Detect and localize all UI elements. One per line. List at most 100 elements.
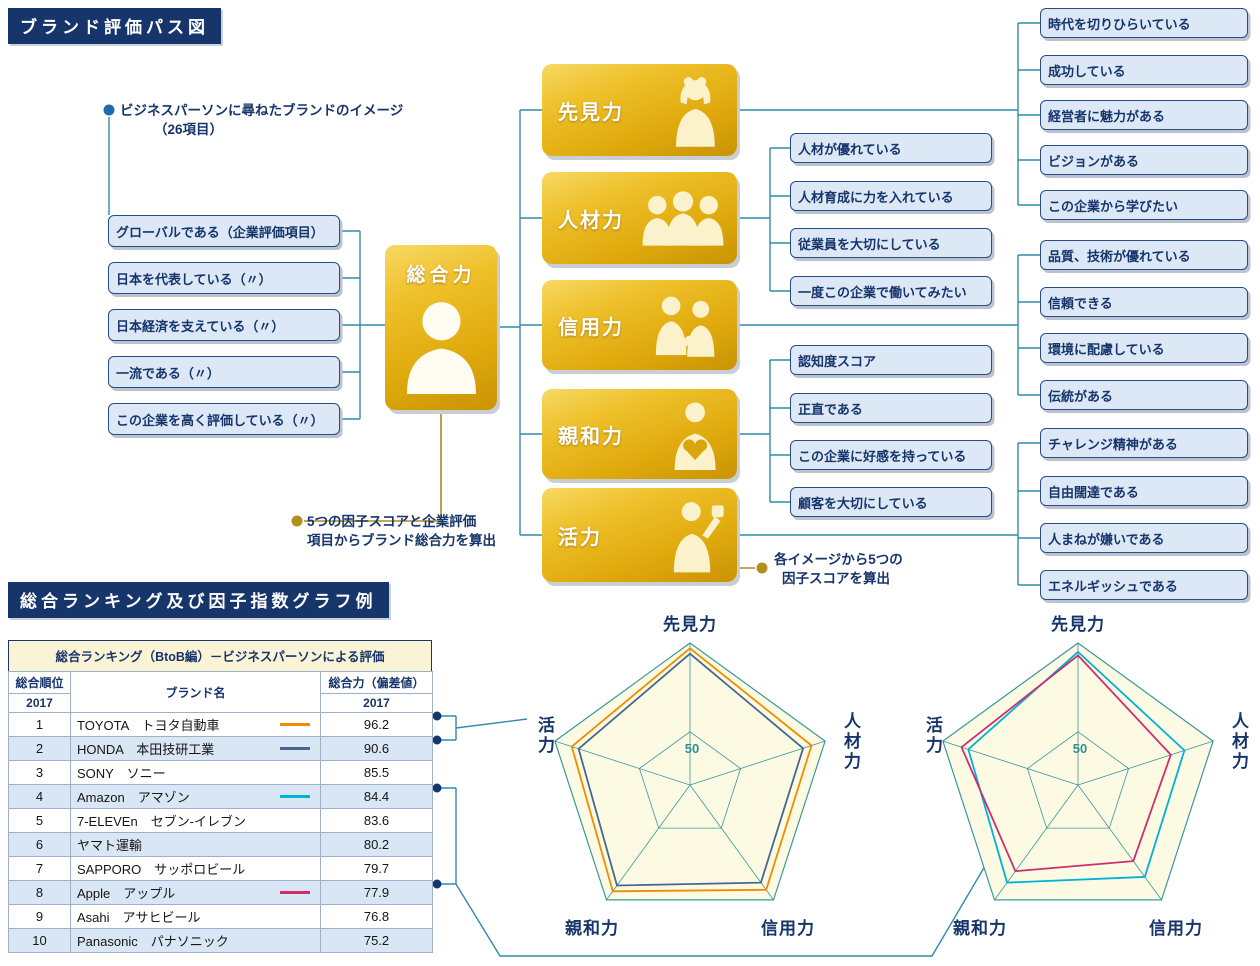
score-cell: 80.2 [320,832,433,857]
brand-cell: SONY ソニー [70,760,321,785]
col-score-header: 総合力（偏差値） [320,671,433,694]
note-line: （26項目） [154,122,224,137]
table-row: 7 SAPPORO サッポロビール 79.7 [8,856,433,881]
brand-line-swatch [280,795,310,798]
factor-item: 成功している [1040,55,1248,85]
table-row: 8 Apple アップル 77.9 [8,880,433,905]
brand-line-swatch [280,939,310,942]
factor-label: 先見力 [558,101,624,124]
person-icon [406,302,476,394]
factor-item: この企業から学びたい [1040,190,1248,220]
axis-vitality: 活力 [923,716,942,756]
brand-line-swatch [280,771,310,774]
brand-name: TOYOTA トヨタ自動車 [77,718,220,733]
score-year-header: 2017 [320,693,433,713]
ranking-section-title: 総合ランキング及び因子指数グラフ例 [8,582,389,618]
evaluation-item: 日本を代表している（〃） [108,262,340,294]
axis-foresight: 先見力 [1051,615,1105,634]
brand-cell: SAPPORO サッポロビール [70,856,321,881]
score-cell: 76.8 [320,904,433,929]
brand-cell: Asahi アサヒビール [70,904,321,929]
col-rank-header: 総合順位 [8,671,71,694]
ranking-table-block: 総合ランキング（BtoB編）－ビジネスパーソンによる評価 総合順位 ブランド名 … [8,640,433,953]
score-cell: 96.2 [320,712,433,737]
handshake-people-icon [656,296,715,357]
brand-cell: Amazon アマゾン [70,784,321,809]
col-brand-header: ブランド名 [70,671,321,713]
brand-name: ヤマト運輸 [77,838,143,853]
brand-name: SAPPORO サッポロビール [77,862,246,877]
rank-cell: 10 [8,928,71,953]
rank-cell: 1 [8,712,71,737]
evaluation-item: グローバルである（企業評価項目） [108,215,340,247]
factor-item: 自由闊達である [1040,476,1248,506]
rank-cell: 4 [8,784,71,809]
factor-label: 親和力 [558,425,624,448]
factor-box-foresight: 先見力 [542,64,737,156]
brand-image-note: ビジネスパーソンに尋ねたブランドのイメージ （26項目） [120,101,403,139]
factor-box-affinity: 親和力 [542,389,737,479]
factor-item: 人まねが嫌いである [1040,523,1248,553]
foresight-icon [676,77,716,147]
brand-line-swatch [280,843,310,846]
svg-text:50: 50 [1073,741,1087,756]
ranking-table: 総合順位 ブランド名 総合力（偏差値） 2017 2017 1 TOYOTA ト… [8,671,433,953]
svg-text:50: 50 [685,741,699,756]
note-line: 項目からブランド総合力を算出 [307,533,496,548]
brand-cell: TOYOTA トヨタ自動車 [70,712,321,737]
rank-cell: 9 [8,904,71,929]
table-row: 9 Asahi アサヒビール 76.8 [8,904,433,929]
brand-name: Apple アップル [77,886,176,901]
energetic-person-icon [673,502,724,573]
factor-item: 従業員を大切にしている [790,228,992,258]
note-line: ビジネスパーソンに尋ねたブランドのイメージ [120,103,404,118]
factor-box-trust: 信用力 [542,280,737,370]
factor-item: 経営者に魅力がある [1040,100,1248,130]
brand-line-swatch [280,723,310,726]
note-line: 因子スコアを算出 [782,571,890,586]
factor-box-vitality: 活力 [542,488,737,582]
factor-item: チャレンジ精神がある [1040,428,1248,458]
factor-item: 一度この企業で働いてみたい [790,276,992,306]
table-row: 1 TOYOTA トヨタ自動車 96.2 [8,712,433,737]
factor-item: 人材育成に力を入れている [790,181,992,211]
brand-line-swatch [280,867,310,870]
rank-cell: 5 [8,808,71,833]
axis-vitality: 活力 [535,716,554,756]
row-link-dot [432,735,442,745]
people-icon [642,191,724,246]
factor-label: 活力 [558,526,602,549]
axis-foresight: 先見力 [663,615,717,634]
factor-item: 信頼できる [1040,287,1248,317]
score-cell: 84.4 [320,784,433,809]
brand-name: Asahi アサヒビール [77,910,201,925]
brand-line-swatch [280,891,310,894]
row-link-dot [432,711,442,721]
brand-name: SONY ソニー [77,766,166,781]
evaluation-item: 一流である（〃） [108,356,340,388]
factor-item: この企業に好感を持っている [790,440,992,470]
axis-affinity: 親和力 [953,919,1007,938]
evaluation-item: この企業を高く評価している（〃） [108,403,340,435]
note-line: 5つの因子スコアと企業評価 [307,514,477,529]
factor-item: 時代を切りひらいている [1040,8,1248,38]
heart-person-icon [674,402,716,470]
radar-chart-toyota-honda: 50 [554,642,826,901]
table-row: 4 Amazon アマゾン 84.4 [8,784,433,809]
table-row: 3 SONY ソニー 85.5 [8,760,433,785]
factor-item: 人材が優れている [790,133,992,163]
factor-score-note: 各イメージから5つの 因子スコアを算出 [774,550,903,588]
factor-box-talent: 人材力 [542,172,737,264]
factor-label: 信用力 [558,316,624,339]
core-power-box: 総合力 [385,245,497,410]
score-cell: 90.6 [320,736,433,761]
axis-trust: 信用力 [1149,919,1203,938]
note-bullet [103,104,115,116]
radar-chart-amazon-apple: 50 [942,642,1214,901]
factor-item: 認知度スコア [790,345,992,375]
brand-name: Amazon アマゾン [77,790,190,805]
rank-cell: 6 [8,832,71,857]
note-bullet [291,515,303,527]
brand-name: Panasonic パナソニック [77,934,229,949]
